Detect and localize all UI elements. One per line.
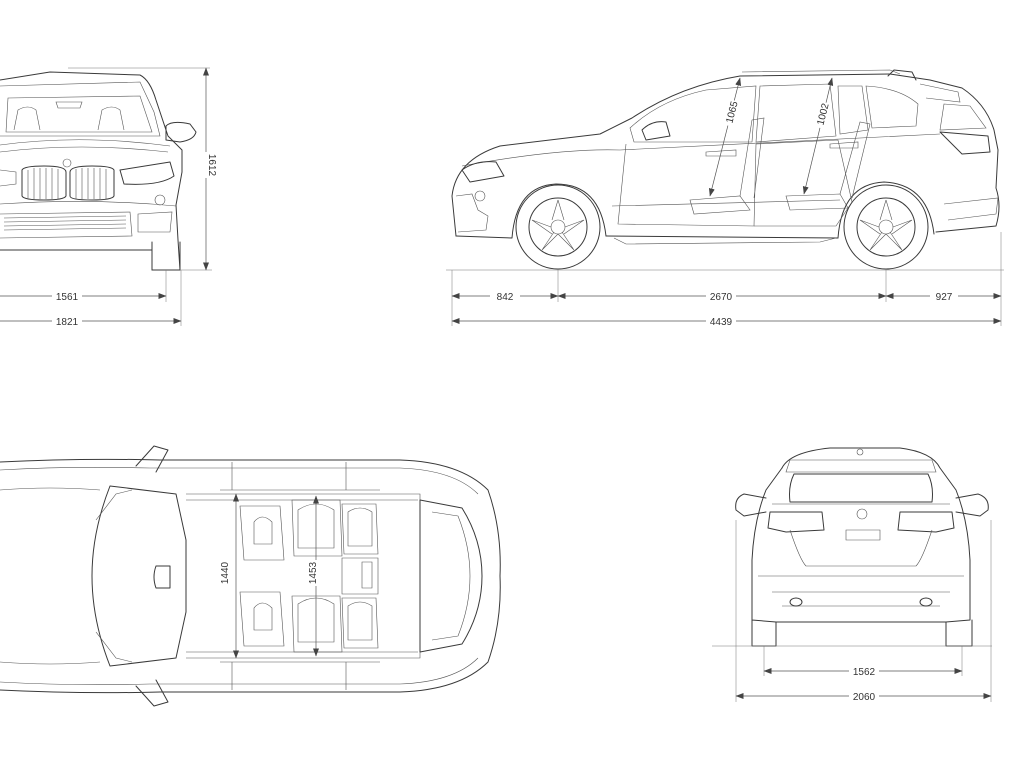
rear-shoulder-dimension: 1453: [305, 495, 319, 657]
front-height-dimension: 1612: [68, 67, 217, 271]
front-view: 1612 1561 1821: [0, 67, 217, 328]
front-width-label: 1821: [56, 317, 79, 328]
front-view-car-outline: [0, 71, 197, 271]
front-headroom-dimension: 1065: [708, 77, 742, 197]
rear-overhang-label: 927: [936, 292, 953, 303]
rear-width-label: 2060: [853, 692, 876, 703]
front-shoulder-dimension: 1440: [217, 493, 239, 659]
rear-view: 1562 2060: [712, 447, 992, 703]
front-overhang-dimension: 842: [451, 290, 559, 303]
rear-width-dimension: 2060: [735, 690, 992, 703]
rear-headroom-label: 1002: [816, 102, 832, 127]
side-extension-lines: [446, 232, 1004, 326]
front-track-label: 1561: [56, 292, 79, 303]
front-track-dimension: 1561: [0, 270, 167, 303]
rear-headroom-dimension: 1002: [802, 77, 834, 195]
rear-overhang-dimension: 927: [885, 290, 1002, 303]
front-headroom-label: 1065: [725, 100, 741, 125]
front-shoulder-label: 1440: [220, 561, 231, 584]
side-view: 1065 1002 842 2670 927: [446, 69, 1004, 328]
wheelbase-label: 2670: [710, 292, 733, 303]
rear-track-label: 1562: [853, 667, 876, 678]
front-overhang-label: 842: [497, 292, 514, 303]
front-height-label: 1612: [206, 154, 217, 177]
top-view: 1440 1453: [0, 445, 501, 707]
wheelbase-dimension: 2670: [557, 290, 887, 303]
rear-shoulder-label: 1453: [308, 561, 319, 584]
length-dimension: 4439: [451, 315, 1002, 328]
top-view-car-outline: [0, 445, 501, 707]
rear-view-car-outline: [735, 447, 989, 647]
rear-extension-lines: [712, 520, 992, 702]
side-view-car-outline: [451, 69, 1000, 270]
front-width-dimension: 1821: [0, 270, 182, 328]
length-label: 4439: [710, 317, 733, 328]
rear-track-dimension: 1562: [763, 665, 963, 678]
